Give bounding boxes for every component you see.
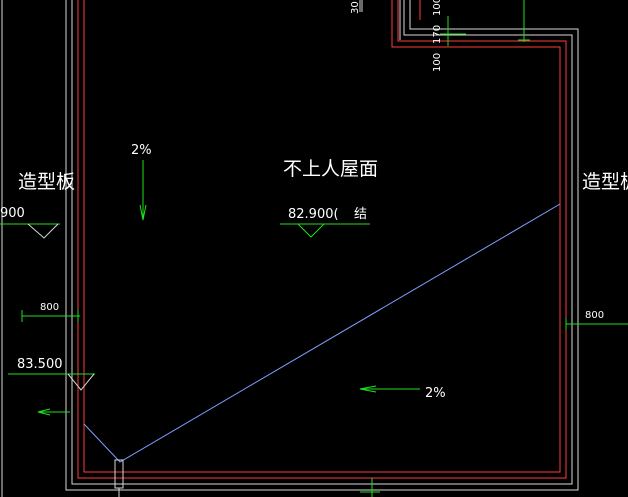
right-board-label: 造型板: [582, 171, 628, 193]
top-dim-1: 30: [350, 1, 361, 14]
top-dim-2: 100: [432, 0, 443, 16]
top-dim-3: 170: [432, 25, 443, 44]
left-board-label: 造型板: [18, 171, 75, 193]
roof-title: 不上人屋面: [283, 158, 378, 180]
wall-outline-white: [1, 0, 579, 497]
left-elevation-partial: 900: [0, 206, 25, 221]
small-arrow-left: [37, 408, 70, 416]
dim-right-marker: [565, 318, 628, 330]
slope-left-label: 2%: [131, 143, 152, 158]
slope-line: [83, 203, 561, 463]
left-elevation: 83.500: [17, 357, 63, 372]
left-elev-marker: [0, 223, 95, 391]
roof-elevation: 82.900(: [288, 207, 339, 222]
drain-icon: [114, 459, 124, 497]
roof-elev-marker: [280, 223, 370, 238]
dim-right-label: 800: [585, 310, 604, 321]
top-dim-4: 100: [432, 53, 443, 72]
top-ticks: [359, 0, 363, 12]
dim-left-marker: [21, 310, 80, 322]
slope-bottom-label: 2%: [425, 386, 446, 401]
slope-arrow-bottom: [359, 385, 420, 393]
roof-elevation-suffix: 结: [354, 207, 367, 222]
top-dims-markers: [440, 0, 530, 46]
dim-left-label: 800: [40, 302, 59, 313]
slope-arrow-left: [139, 160, 147, 221]
wall-outline-red: [77, 0, 567, 479]
